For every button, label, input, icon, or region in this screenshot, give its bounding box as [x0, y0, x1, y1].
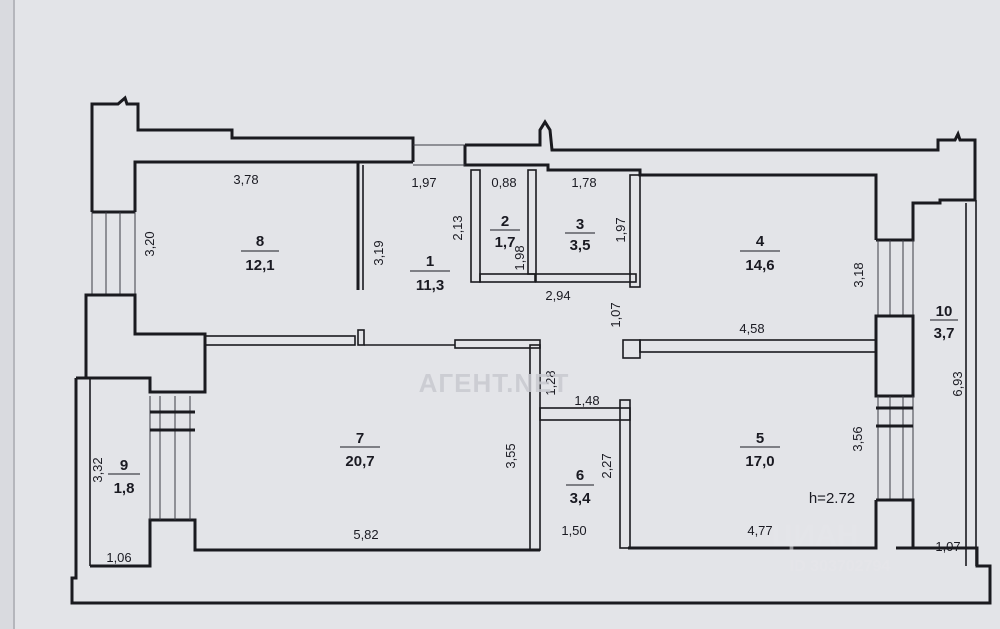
dimension-labels: 3,78 3,20 3,19 1,97 2,13 0,88 1,98 1,78 …	[90, 172, 965, 565]
ceiling-height: h=2.72	[809, 490, 855, 507]
room-area: 17,0	[745, 453, 774, 470]
room-number: 9	[120, 457, 128, 474]
dimension: 1,98	[512, 245, 527, 270]
dimension: 1,97	[613, 217, 628, 242]
room-area: 14,6	[745, 257, 774, 274]
dimension: 2,13	[450, 215, 465, 240]
dimension: 1,07	[608, 302, 623, 327]
room-number: 4	[756, 233, 765, 250]
room-area: 12,1	[245, 257, 274, 274]
dimension: 4,58	[739, 321, 764, 336]
room-number: 2	[501, 213, 509, 230]
dimension: 3,56	[850, 426, 865, 451]
paper-sheet	[14, 0, 1000, 629]
room-area: 3,7	[934, 325, 955, 342]
room-labels: 8 12,1 1 11,3 2 1,7 3 3,5 4 14,6 10 3,7	[108, 213, 958, 507]
room-area: 11,3	[416, 277, 444, 294]
dimension: 5,82	[353, 527, 378, 542]
room-number: 1	[426, 253, 434, 270]
interior-walls	[204, 162, 877, 551]
dimension: 3,32	[90, 457, 105, 482]
agent-watermark: АГЕНТ.NET	[419, 368, 570, 398]
dimension: 1,48	[574, 393, 599, 408]
room-area: 3,5	[570, 237, 591, 254]
room-8-label: 8 12,1	[241, 233, 279, 274]
dimension: 2,27	[599, 453, 614, 478]
room-number: 10	[936, 303, 953, 320]
room-7-label: 7 20,7	[340, 430, 380, 470]
dimension: 1,50	[561, 523, 586, 538]
room-10-label: 10 3,7	[930, 303, 958, 342]
room-9-label: 9 1,8	[108, 457, 140, 497]
room-2-label: 2 1,7	[490, 213, 520, 251]
dimension: 1,97	[411, 175, 436, 190]
room-number: 5	[756, 430, 764, 447]
room-3-label: 3 3,5	[565, 216, 595, 254]
room-number: 8	[256, 233, 264, 250]
room-area: 1,8	[114, 480, 135, 497]
dimension: 2,94	[545, 288, 570, 303]
dimension: 1,07	[935, 539, 960, 554]
room-6-label: 6 3,4	[566, 467, 594, 507]
dimension: 6,93	[950, 371, 965, 396]
dimension: 3,20	[142, 231, 157, 256]
dimension: 4,77	[747, 523, 772, 538]
outer-walls	[70, 95, 992, 605]
room-number: 7	[356, 430, 364, 447]
dimension: 3,19	[371, 240, 386, 265]
dimension: 1,28	[543, 370, 558, 395]
dimension: 0,88	[491, 175, 516, 190]
room-area: 3,4	[570, 490, 592, 507]
room-area: 1,7	[495, 234, 516, 251]
room-area: 20,7	[345, 453, 374, 470]
cian-id-watermark: ID 303702794	[790, 558, 891, 575]
dimension: 3,55	[503, 443, 518, 468]
room-1-label: 1 11,3	[410, 253, 450, 294]
room-5-label: 5 17,0	[740, 430, 780, 470]
cian-watermark: ЦИАН	[772, 519, 859, 552]
dimension: 1,78	[571, 175, 596, 190]
room-number: 6	[576, 467, 584, 484]
room-number: 3	[576, 216, 584, 233]
dimension: 3,18	[851, 262, 866, 287]
room-4-label: 4 14,6	[740, 233, 780, 274]
dimension: 3,78	[233, 172, 258, 187]
dimension: 1,06	[106, 550, 131, 565]
